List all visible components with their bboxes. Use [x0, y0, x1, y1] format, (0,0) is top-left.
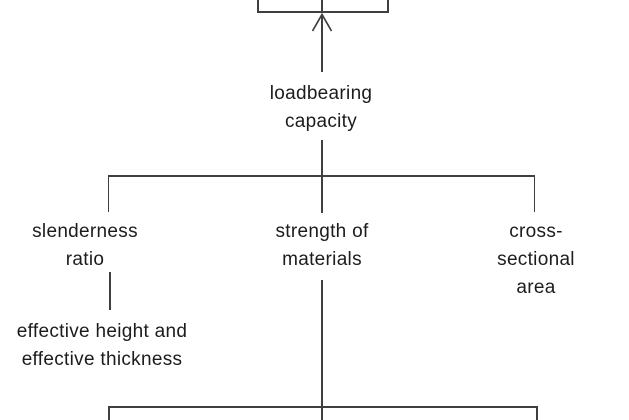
root-node-label: loadbearing capacity	[269, 83, 373, 132]
top-box-center-line	[321, 0, 323, 11]
sub-branch-connector-line	[109, 272, 111, 310]
branch-middle-drop-line	[321, 175, 323, 213]
branch-label-strength-of-materials: strength of materials	[275, 221, 369, 270]
top-box	[257, 0, 389, 13]
branch-left-drop-line	[107, 175, 110, 212]
root-drop-line	[321, 140, 323, 176]
branch-label-cross-sectional-area: cross-sectional area	[497, 221, 575, 298]
branch-label-slenderness-ratio: slenderness ratio	[32, 221, 138, 270]
bottom-box	[108, 406, 538, 420]
arrow-shaft-line	[321, 16, 323, 72]
sub-branch-label-effective-height-thickness: effective height and effective thickness	[16, 321, 188, 370]
arrow-up-icon	[311, 12, 333, 32]
branch-right-drop-line	[533, 175, 536, 212]
middle-long-connector-line	[321, 280, 323, 420]
